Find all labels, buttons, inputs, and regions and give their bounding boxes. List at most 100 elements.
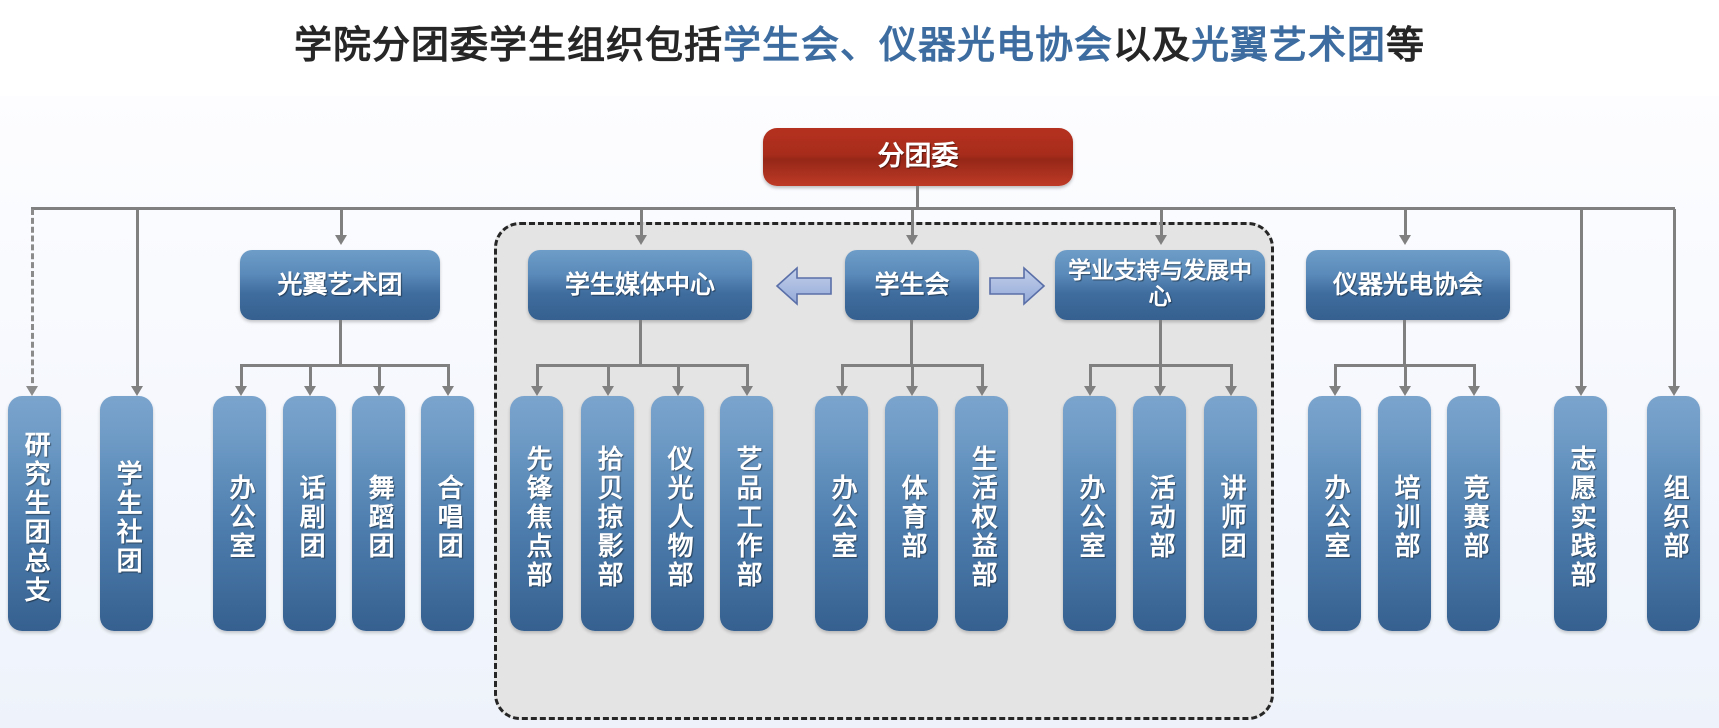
leaf-acad-office[interactable]: 办公室 bbox=[1063, 396, 1116, 631]
connector-art-dance-drop bbox=[378, 364, 381, 390]
connector-bus-to-grad-branch bbox=[31, 209, 34, 392]
leaf-art-drama[interactable]: 话剧团 bbox=[283, 396, 336, 631]
leaf-inst-office[interactable]: 办公室 bbox=[1308, 396, 1361, 631]
leaf-inst-training[interactable]: 培训部 bbox=[1378, 396, 1431, 631]
leaf-media-people[interactable]: 仪光人物部 bbox=[651, 396, 704, 631]
connector-bus-to-student-union bbox=[911, 209, 914, 240]
arrowhead-union-rights bbox=[976, 386, 988, 396]
connector-union-rights-drop bbox=[981, 364, 984, 390]
arrowhead-union-sports bbox=[906, 386, 918, 396]
node-label: 生活权益部 bbox=[967, 445, 998, 590]
connector-bus-to-organization bbox=[1673, 209, 1676, 392]
node-instrument-assoc[interactable]: 仪器光电协会 bbox=[1306, 250, 1510, 320]
arrowhead-inst-contest bbox=[1468, 386, 1480, 396]
arrowhead-inst-office bbox=[1329, 386, 1341, 396]
connector-media-pioneer-drop bbox=[536, 364, 539, 390]
connector-union-office-drop bbox=[841, 364, 844, 390]
org-chart-canvas: 分团委 光翼艺术团 学生媒体中心 学生会 学业支持与发展中心 仪器光电协会 bbox=[0, 96, 1719, 728]
node-root-fentuanwei[interactable]: 分团委 bbox=[763, 128, 1073, 186]
title-segment-4: 光翼艺术团 bbox=[1191, 23, 1387, 67]
node-label: 仪器光电协会 bbox=[1332, 270, 1483, 299]
leaf-grad-branch[interactable]: 研究生团总支 bbox=[8, 396, 61, 631]
right-arrow-icon bbox=[988, 262, 1046, 310]
title-segment-2: 学生会、仪器光电协会 bbox=[722, 23, 1113, 67]
leaf-organization[interactable]: 组织部 bbox=[1647, 396, 1700, 631]
arrowhead-media-photo bbox=[602, 386, 614, 396]
leaf-union-office[interactable]: 办公室 bbox=[815, 396, 868, 631]
node-label: 学生媒体中心 bbox=[564, 270, 715, 299]
node-label: 竞赛部 bbox=[1459, 474, 1490, 561]
title-segment-5: 等 bbox=[1386, 23, 1426, 67]
leaf-volunteer[interactable]: 志愿实践部 bbox=[1554, 396, 1607, 631]
connector-bus-to-instrument-assoc bbox=[1404, 209, 1407, 240]
connector-bus-to-student-clubs bbox=[136, 209, 139, 392]
node-label: 办公室 bbox=[1075, 474, 1106, 561]
connector-bus-to-volunteer bbox=[1580, 209, 1583, 392]
leaf-union-sports[interactable]: 体育部 bbox=[885, 396, 938, 631]
leaf-union-rights[interactable]: 生活权益部 bbox=[955, 396, 1008, 631]
node-label: 学生社团 bbox=[112, 459, 143, 576]
leaf-media-art[interactable]: 艺品工作部 bbox=[720, 396, 773, 631]
arrowhead-acad-activity bbox=[1154, 386, 1166, 396]
node-art-troupe[interactable]: 光翼艺术团 bbox=[240, 250, 440, 320]
leaf-art-chorus[interactable]: 合唱团 bbox=[421, 396, 474, 631]
node-academic-center[interactable]: 学业支持与发展中心 bbox=[1055, 250, 1265, 320]
leaf-media-photo[interactable]: 拾贝掠影部 bbox=[581, 396, 634, 631]
connector-acad-stem bbox=[1159, 320, 1162, 366]
node-label: 志愿实践部 bbox=[1566, 445, 1597, 590]
connector-inst-stem bbox=[1403, 320, 1406, 366]
leaf-acad-lecturer[interactable]: 讲师团 bbox=[1204, 396, 1257, 631]
connector-main-bus bbox=[31, 207, 1675, 210]
node-label: 讲师团 bbox=[1216, 474, 1247, 561]
leaf-art-dance[interactable]: 舞蹈团 bbox=[352, 396, 405, 631]
node-label: 仪光人物部 bbox=[663, 445, 694, 590]
arrowhead-volunteer bbox=[1575, 386, 1587, 396]
node-label: 办公室 bbox=[1320, 474, 1351, 561]
arrowhead-media-people bbox=[672, 386, 684, 396]
node-label: 研究生团总支 bbox=[20, 430, 51, 605]
leaf-art-office[interactable]: 办公室 bbox=[213, 396, 266, 631]
connector-art-chorus-drop bbox=[447, 364, 450, 390]
node-label: 分团委 bbox=[877, 140, 959, 172]
connector-acad-office-drop bbox=[1089, 364, 1092, 390]
connector-media-people-drop bbox=[677, 364, 680, 390]
arrowhead-art-office bbox=[235, 386, 247, 396]
node-label: 先锋焦点部 bbox=[522, 445, 553, 590]
arrowhead-media-pioneer bbox=[531, 386, 543, 396]
connector-acad-lecturer-drop bbox=[1230, 364, 1233, 390]
connector-art-troupe-rail bbox=[240, 364, 450, 367]
arrowhead-organization bbox=[1668, 386, 1680, 396]
node-label: 办公室 bbox=[225, 474, 256, 561]
leaf-media-pioneer[interactable]: 先锋焦点部 bbox=[510, 396, 563, 631]
arrowhead-inst-training bbox=[1399, 386, 1411, 396]
node-label: 艺品工作部 bbox=[732, 445, 763, 590]
node-label: 学业支持与发展中心 bbox=[1068, 258, 1252, 310]
arrowhead-media-center bbox=[635, 235, 647, 245]
connector-media-rail bbox=[536, 364, 749, 367]
node-label: 合唱团 bbox=[433, 474, 464, 561]
arrowhead-acad-lecturer bbox=[1225, 386, 1237, 396]
connector-root-stub bbox=[916, 186, 919, 209]
connector-inst-office-drop bbox=[1334, 364, 1337, 390]
connector-art-drama-drop bbox=[309, 364, 312, 390]
node-media-center[interactable]: 学生媒体中心 bbox=[528, 250, 752, 320]
connector-inst-training-drop bbox=[1404, 364, 1407, 390]
arrowhead-student-clubs bbox=[131, 386, 143, 396]
connector-union-sports-drop bbox=[911, 364, 914, 390]
left-arrow-icon bbox=[775, 262, 833, 310]
arrowhead-art-dance bbox=[373, 386, 385, 396]
node-label: 舞蹈团 bbox=[364, 474, 395, 561]
node-label: 体育部 bbox=[897, 474, 928, 561]
leaf-student-clubs[interactable]: 学生社团 bbox=[100, 396, 153, 631]
node-label: 话剧团 bbox=[295, 474, 326, 561]
node-student-union[interactable]: 学生会 bbox=[845, 250, 979, 320]
connector-media-stem bbox=[639, 320, 642, 366]
arrowhead-art-drama bbox=[304, 386, 316, 396]
leaf-inst-contest[interactable]: 竞赛部 bbox=[1447, 396, 1500, 631]
connector-acad-activity-drop bbox=[1159, 364, 1162, 390]
connector-media-photo-drop bbox=[607, 364, 610, 390]
leaf-acad-activity[interactable]: 活动部 bbox=[1133, 396, 1186, 631]
page-title: 学院分团委学生组织包括学生会、仪器光电协会以及光翼艺术团等 bbox=[0, 14, 1719, 69]
arrowhead-student-union bbox=[906, 235, 918, 245]
node-label: 办公室 bbox=[827, 474, 858, 561]
